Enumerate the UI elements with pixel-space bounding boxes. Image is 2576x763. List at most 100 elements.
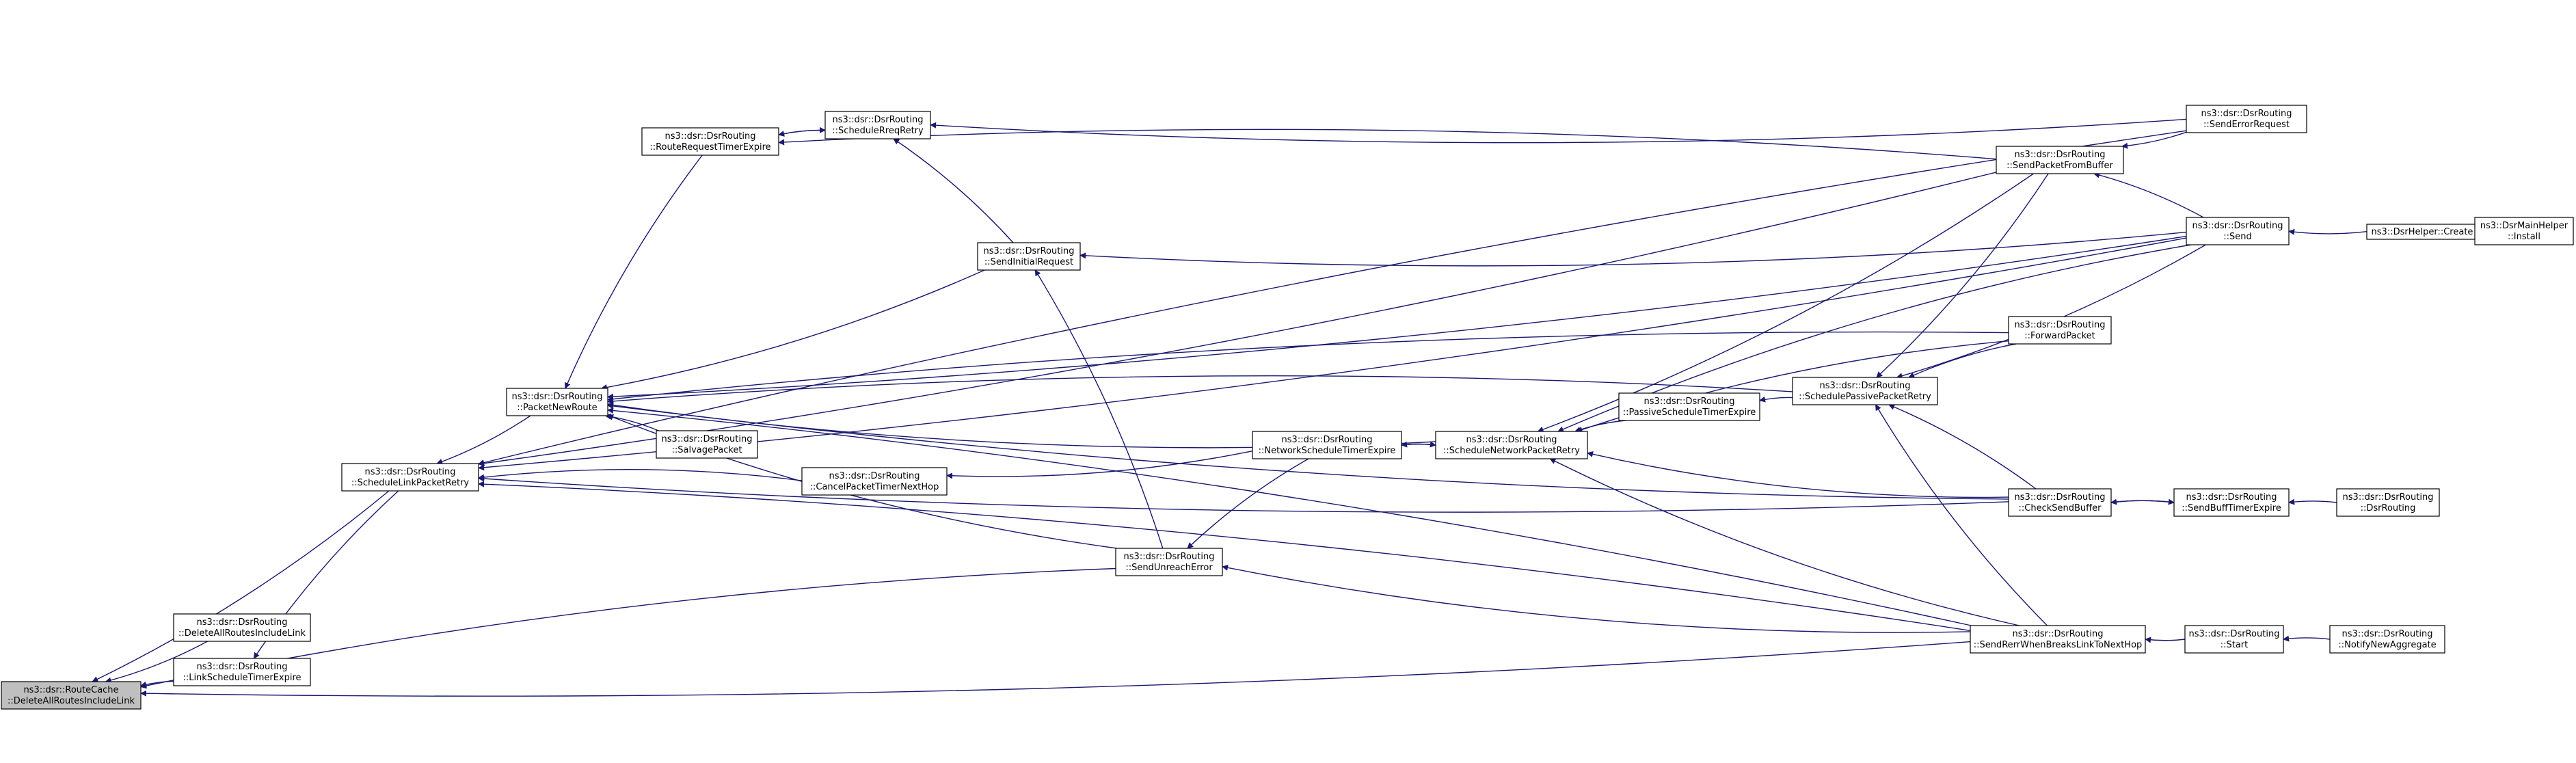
node-box xyxy=(341,463,479,492)
node-mainInstall[interactable]: ns3::DsrMainHelper::Install xyxy=(2474,217,2574,245)
node-label-line: ns3::DsrMainHelper xyxy=(2480,221,2568,231)
node-checkBuf[interactable]: ns3::dsr::DsrRouting::CheckSendBuffer xyxy=(2008,488,2112,517)
node-sendFromBuf[interactable]: ns3::dsr::DsrRouting::SendPacketFromBuff… xyxy=(1996,146,2124,174)
edge-sendRerr-to-schedLink xyxy=(478,481,1971,632)
node-schedNet[interactable]: ns3::dsr::DsrRouting::ScheduleNetworkPac… xyxy=(1435,431,1588,459)
node-packetNew[interactable]: ns3::dsr::DsrRouting::PacketNewRoute xyxy=(506,388,608,416)
node-box xyxy=(641,127,779,156)
node-box xyxy=(506,388,608,416)
node-ctor[interactable]: ns3::dsr::DsrRouting::DsrRouting xyxy=(2336,488,2440,517)
edge-sendFromBuf-to-routeReq xyxy=(778,129,1997,160)
edge-checkBuf-to-packetNew xyxy=(607,403,2009,500)
edge-helperCreate-to-send xyxy=(2288,228,2367,235)
node-sendInitial[interactable]: ns3::dsr::DsrRouting::SendInitialRequest xyxy=(977,242,1081,271)
edge-send-to-sendFromBuf xyxy=(2093,172,2204,218)
node-label-line: ns3::dsr::DsrRouting xyxy=(833,115,924,125)
node-box xyxy=(1970,625,2146,654)
node-label-line: ns3::dsr::DsrRouting xyxy=(1282,435,1373,445)
node-passiveTimer[interactable]: ns3::dsr::DsrRouting::PassiveScheduleTim… xyxy=(1618,392,1760,421)
node-label-line: ns3::dsr::DsrRouting xyxy=(2342,629,2433,639)
node-linkSched[interactable]: ns3::dsr::DsrRouting::LinkScheduleTimerE… xyxy=(173,658,311,686)
node-notify[interactable]: ns3::dsr::DsrRouting::NotifyNewAggregate xyxy=(2329,625,2445,654)
edge-schedPassive-to-packetNew xyxy=(607,375,1793,405)
node-label-line: ::PassiveScheduleTimerExpire xyxy=(1623,407,1756,418)
node-helperCreate[interactable]: ns3::DsrHelper::Create xyxy=(2366,224,2478,240)
edge-sendFromBuf-to-schedPassive xyxy=(1876,173,2049,378)
node-sendUnreach[interactable]: ns3::dsr::DsrRouting::SendUnreachError xyxy=(1115,548,1223,576)
node-label-line: ::SendBuffTimerExpire xyxy=(2182,503,2281,513)
node-box xyxy=(173,613,311,642)
node-box xyxy=(2474,217,2574,245)
node-label-line: ::SendPacketFromBuffer xyxy=(2007,161,2113,171)
node-schedRreq[interactable]: ns3::dsr::DsrRouting::ScheduleRreqRetry xyxy=(824,111,931,139)
edge-forward-to-schedPassive xyxy=(1908,343,2017,378)
node-box xyxy=(2186,105,2307,133)
node-label-line: ::SendRerrWhenBreaksLinkToNextHop xyxy=(1974,640,2143,650)
node-sendBuffTimer[interactable]: ns3::dsr::DsrRouting::SendBuffTimerExpir… xyxy=(2173,488,2290,517)
edge-packetNew-to-schedLink xyxy=(436,415,531,465)
node-label-line: ns3::dsr::DsrRouting xyxy=(512,392,603,402)
node-cancelTimer[interactable]: ns3::dsr::DsrRouting::CancelPacketTimerN… xyxy=(801,467,948,496)
node-sendErrReq[interactable]: ns3::dsr::DsrRouting::SendErrorRequest xyxy=(2186,105,2307,133)
node-label-line: ns3::dsr::DsrRouting xyxy=(2015,320,2106,330)
node-sendRerr[interactable]: ns3::dsr::DsrRouting::SendRerrWhenBreaks… xyxy=(1970,625,2146,654)
node-label-line: ns3::dsr::DsrRouting xyxy=(2015,492,2106,503)
node-label-line: ::CheckSendBuffer xyxy=(2019,503,2102,513)
node-box xyxy=(824,111,931,139)
edge-sendRerr-to-sendUnreach xyxy=(1222,564,1971,633)
node-box xyxy=(2008,316,2112,345)
node-label-line: ns3::dsr::DsrRouting xyxy=(829,471,920,481)
node-schedLink[interactable]: ns3::dsr::DsrRouting::ScheduleLinkPacket… xyxy=(341,463,479,492)
node-root[interactable]: ns3::dsr::RouteCache::DeleteAllRoutesInc… xyxy=(1,681,142,710)
edge-netSchedTimer-to-sendUnreach xyxy=(1187,458,1309,549)
node-label-line: ::ScheduleLinkPacketRetry xyxy=(351,478,470,488)
node-box xyxy=(2184,625,2284,654)
node-label-line: ns3::DsrHelper::Create xyxy=(2372,227,2473,237)
node-label-line: ::DeleteAllRoutesIncludeLink xyxy=(178,628,306,639)
edge-deleteAll-to-root xyxy=(105,641,208,684)
node-box xyxy=(2008,488,2112,517)
node-schedPassive[interactable]: ns3::dsr::DsrRouting::SchedulePassivePac… xyxy=(1792,377,1938,405)
node-box xyxy=(656,430,758,459)
node-label-line: ::ForwardPacket xyxy=(2024,331,2095,341)
edge-schedLink-to-root xyxy=(92,490,390,682)
edge-checkBuf-to-schedLink xyxy=(478,475,2009,513)
node-start[interactable]: ns3::dsr::DsrRouting::Start xyxy=(2184,625,2284,654)
node-label-line: ns3::dsr::DsrRouting xyxy=(197,617,288,628)
node-label-line: ns3::dsr::DsrRouting xyxy=(365,467,456,477)
node-netSchedTimer[interactable]: ns3::dsr::DsrRouting::NetworkScheduleTim… xyxy=(1252,431,1402,459)
node-label-line: ns3::dsr::RouteCache xyxy=(23,685,118,695)
edge-sendRerr-to-schedPassive xyxy=(1875,404,2048,626)
node-label-line: ::SendInitialRequest xyxy=(984,257,1073,267)
edge-sendRerr-to-schedNet xyxy=(1549,458,2020,626)
node-label-line: ::PacketNewRoute xyxy=(517,403,597,413)
edge-send-to-packetNew xyxy=(607,235,2187,400)
node-box xyxy=(1,681,142,710)
node-label-line: ::ScheduleRreqRetry xyxy=(832,126,924,136)
node-label-line: ::Start xyxy=(2221,640,2249,650)
node-box xyxy=(1618,392,1760,421)
edge-schedPassive-to-passiveTimer xyxy=(1759,396,1793,403)
edge-sendFromBuf-to-schedLink xyxy=(478,172,1997,467)
node-box xyxy=(1996,146,2124,174)
node-send[interactable]: ns3::dsr::DsrRouting::Send xyxy=(2186,217,2290,245)
node-box xyxy=(801,467,948,496)
nodes-layer: ns3::dsr::RouteCache::DeleteAllRoutesInc… xyxy=(1,105,2574,710)
node-box xyxy=(2186,217,2290,245)
node-box xyxy=(2173,488,2290,517)
node-label-line: ns3::dsr::DsrRouting xyxy=(984,246,1075,256)
node-label-line: ns3::dsr::DsrRouting xyxy=(1466,435,1557,445)
node-box xyxy=(1792,377,1938,405)
node-salvage[interactable]: ns3::dsr::DsrRouting::SalvagePacket xyxy=(656,430,758,459)
node-label-line: ns3::dsr::DsrRouting xyxy=(1644,397,1735,407)
node-label-line: ns3::dsr::DsrRouting xyxy=(2186,492,2277,503)
node-label-line: ::Send xyxy=(2223,232,2252,242)
node-forward[interactable]: ns3::dsr::DsrRouting::ForwardPacket xyxy=(2008,316,2112,345)
node-label-line: ns3::dsr::DsrRouting xyxy=(2015,150,2106,160)
node-deleteAll[interactable]: ns3::dsr::DsrRouting::DeleteAllRoutesInc… xyxy=(173,613,311,642)
node-routeReq[interactable]: ns3::dsr::DsrRouting::RouteRequestTimerE… xyxy=(641,127,779,156)
edge-sendFromBuf-to-schedNet xyxy=(1537,173,2034,433)
edge-sendInitial-to-packetNew xyxy=(600,269,985,390)
node-box xyxy=(173,658,311,686)
node-label-line: ns3::dsr::DsrRouting xyxy=(2343,492,2434,503)
